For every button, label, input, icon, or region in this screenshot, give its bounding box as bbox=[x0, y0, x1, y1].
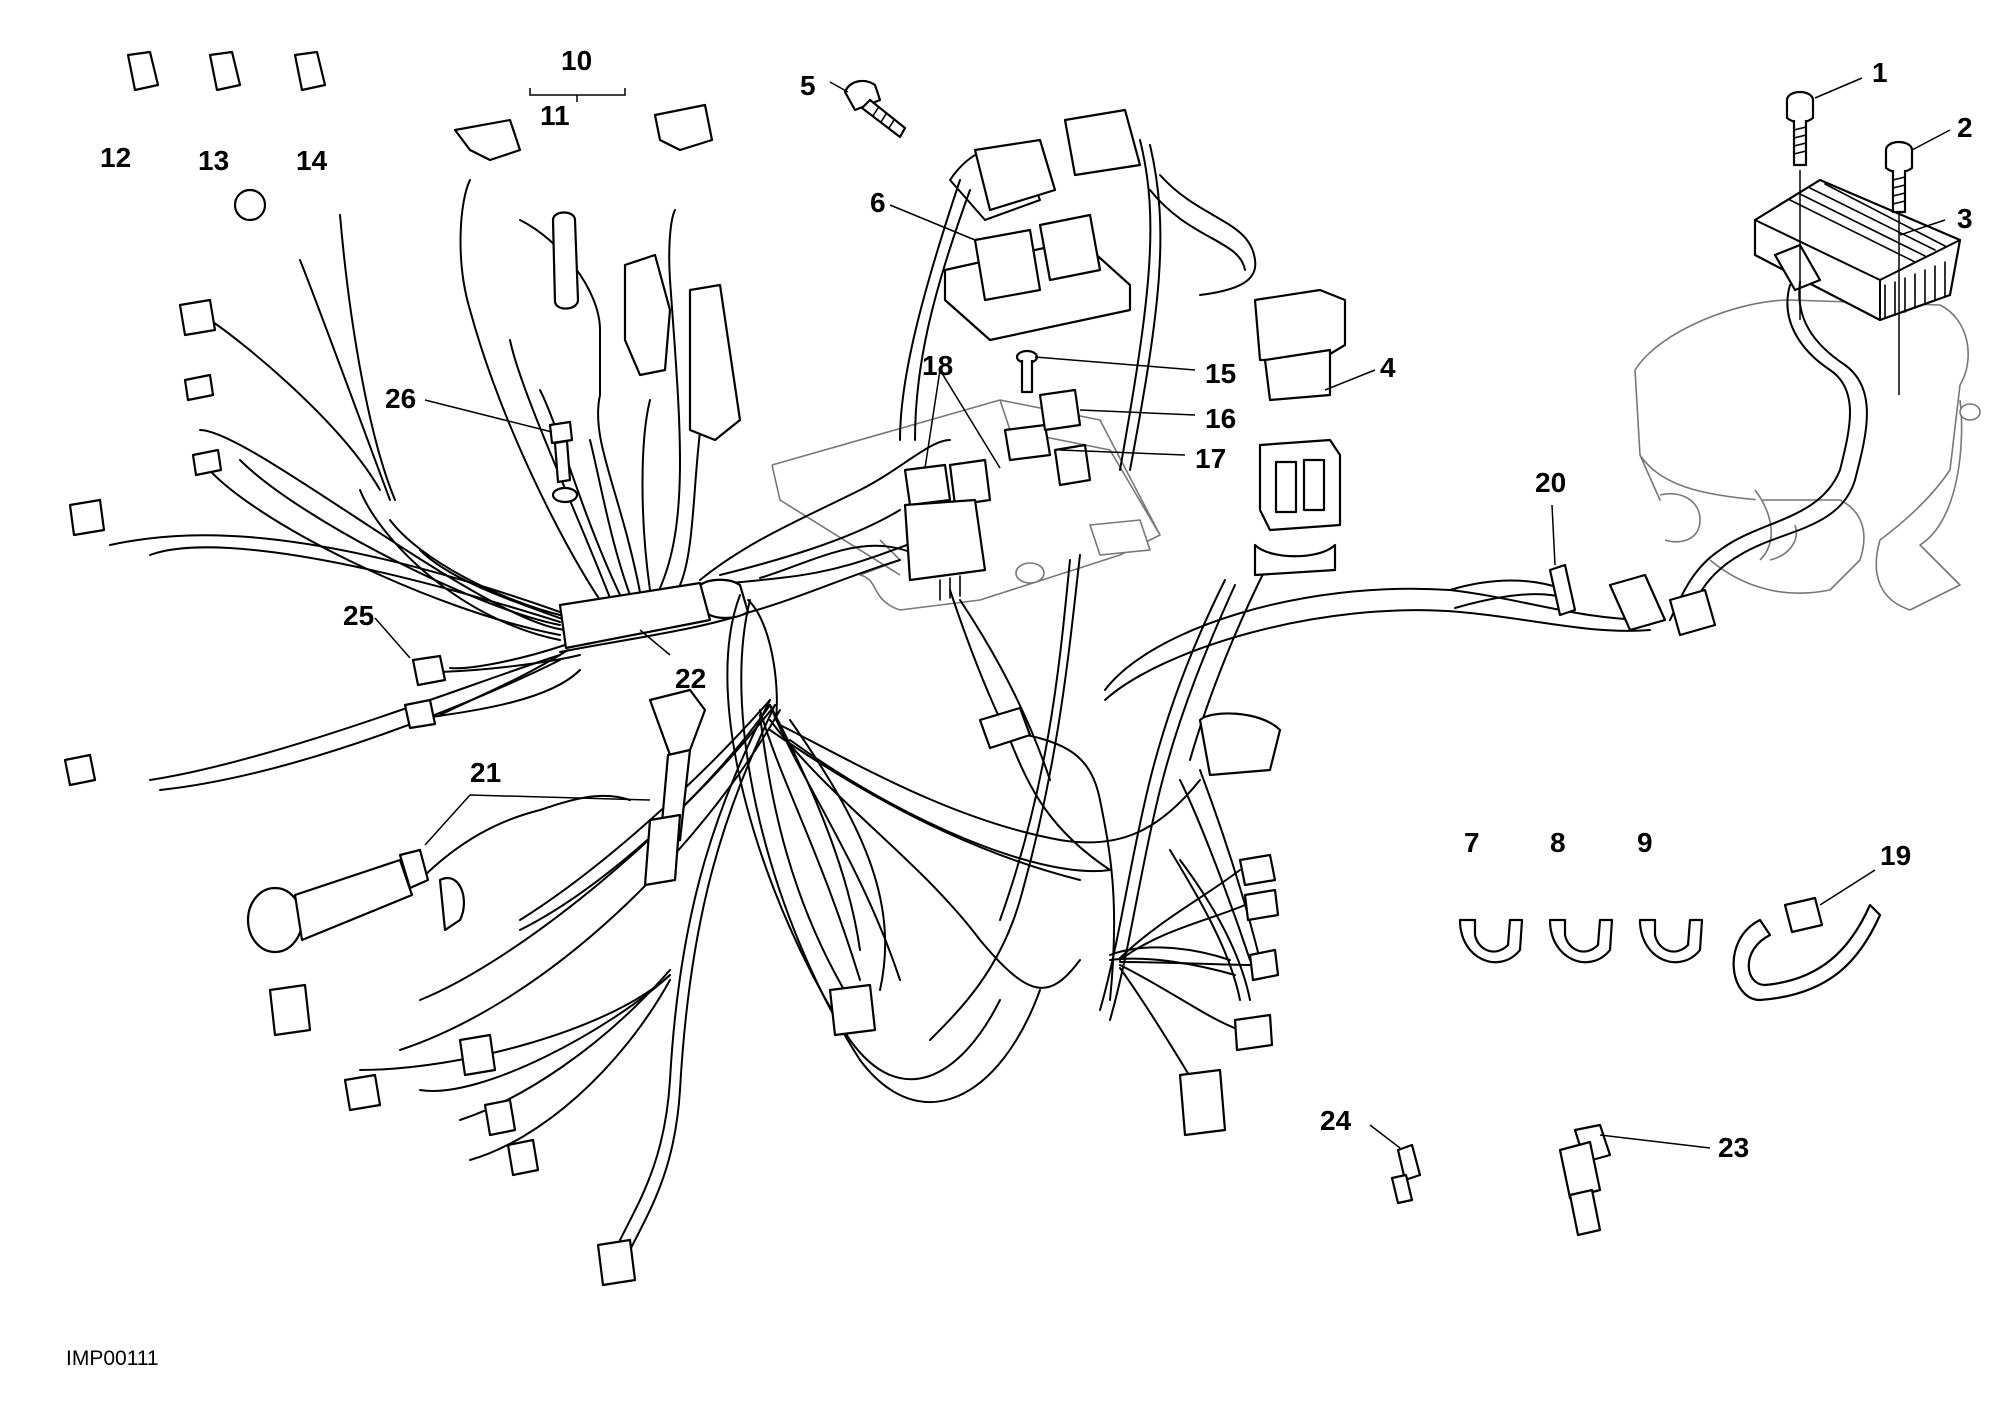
connector-20 bbox=[1548, 563, 1717, 637]
part-label-1: 1 bbox=[1872, 57, 1888, 88]
part-label-19: 19 bbox=[1880, 840, 1911, 871]
ignition-coils-21 bbox=[246, 688, 707, 954]
part-label-21: 21 bbox=[470, 757, 501, 788]
part-label-23: 23 bbox=[1718, 1132, 1749, 1163]
part-label-3: 3 bbox=[1957, 203, 1973, 234]
part-label-12: 12 bbox=[100, 142, 131, 173]
part-label-25: 25 bbox=[343, 600, 374, 631]
spark-plug-23 bbox=[1558, 1123, 1612, 1237]
fuse-caps-12-13-14 bbox=[126, 50, 327, 92]
clips-7-8-9 bbox=[1458, 918, 1704, 964]
fuse-holder-10 bbox=[453, 103, 742, 442]
part-label-20: 20 bbox=[1535, 467, 1566, 498]
part-label-9: 9 bbox=[1637, 827, 1653, 858]
bolt-2 bbox=[1884, 140, 1914, 395]
part-label-7: 7 bbox=[1464, 827, 1480, 858]
connectors-25 bbox=[403, 654, 447, 730]
leader-lines bbox=[374, 77, 1951, 1149]
fuse-11 bbox=[551, 211, 580, 310]
cable-tie-19 bbox=[1732, 896, 1882, 1002]
part-label-13: 13 bbox=[198, 145, 229, 176]
regulator-rectifier bbox=[1669, 178, 1962, 626]
misc-connectors bbox=[63, 188, 1282, 1287]
frame-bracket-outline bbox=[1634, 299, 1981, 611]
part-label-17: 17 bbox=[1195, 443, 1226, 474]
screw-15 bbox=[1015, 349, 1039, 394]
part-labels: 1 2 3 4 5 6 7 8 9 10 11 12 13 14 15 16 1… bbox=[100, 45, 1973, 1163]
bolt-26 bbox=[548, 420, 579, 504]
relays-18 bbox=[903, 458, 992, 601]
diagram-reference-code: IMP00111 bbox=[66, 1347, 159, 1370]
part-label-8: 8 bbox=[1550, 827, 1566, 858]
part-label-26: 26 bbox=[385, 383, 416, 414]
part-label-2: 2 bbox=[1957, 112, 1973, 143]
screw-5 bbox=[843, 79, 907, 139]
part-label-14: 14 bbox=[296, 145, 328, 176]
part-label-6: 6 bbox=[870, 187, 886, 218]
bolt-1 bbox=[1785, 90, 1815, 320]
part-label-4: 4 bbox=[1380, 352, 1396, 383]
ecu-socket-6 bbox=[943, 108, 1142, 342]
part-label-16: 16 bbox=[1205, 403, 1236, 434]
fuse-box-4 bbox=[1253, 288, 1347, 577]
part-label-10: 10 bbox=[561, 45, 592, 76]
harness-sleeve-22 bbox=[558, 581, 712, 650]
harness-wires bbox=[109, 139, 1651, 1251]
part-label-11: 11 bbox=[540, 100, 570, 131]
bracket-17 bbox=[1003, 388, 1092, 487]
part-label-24: 24 bbox=[1320, 1105, 1352, 1136]
part-label-18: 18 bbox=[922, 350, 953, 381]
part-label-5: 5 bbox=[800, 70, 816, 101]
part-label-22: 22 bbox=[675, 663, 706, 694]
part-label-15: 15 bbox=[1205, 358, 1236, 389]
terminal-24 bbox=[1390, 1143, 1422, 1205]
